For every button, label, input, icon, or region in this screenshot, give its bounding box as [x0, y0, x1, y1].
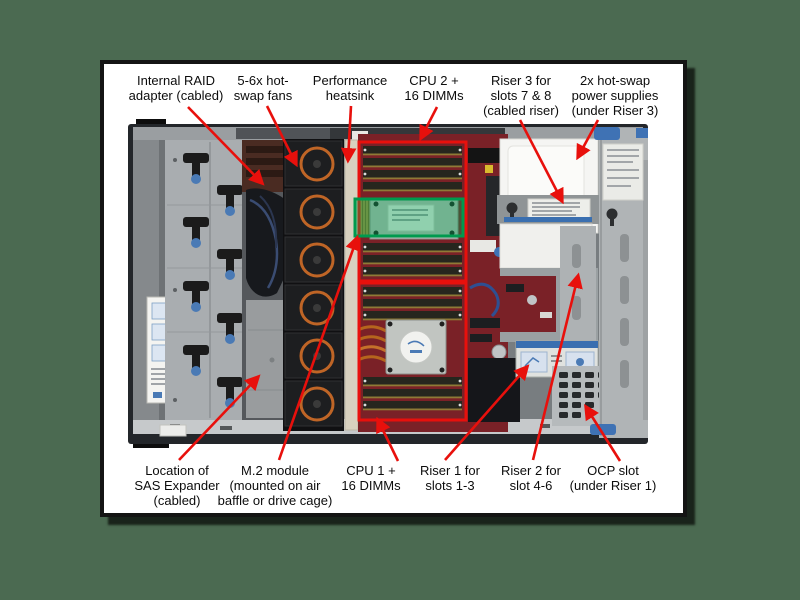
diagram-canvas — [100, 60, 687, 517]
